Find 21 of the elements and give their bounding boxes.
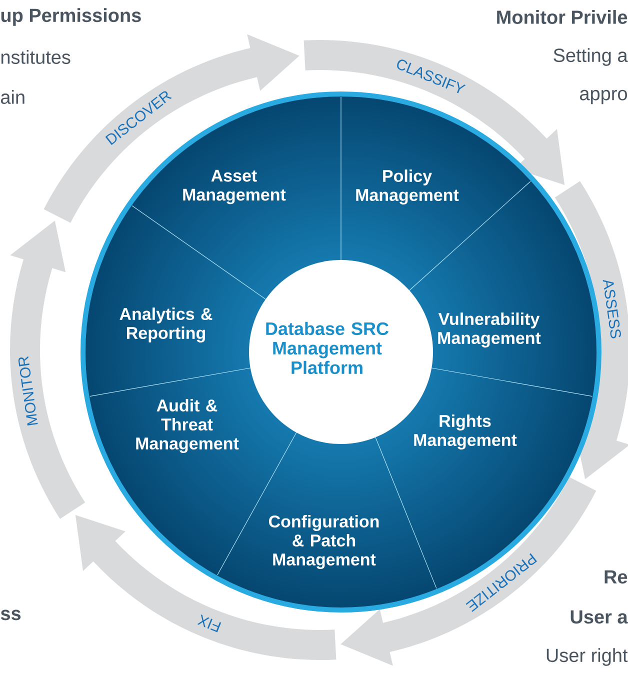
center-label: Database SRC Management Platform: [266, 322, 389, 374]
segment-label: Configuration & Patch Management: [268, 515, 379, 569]
segment-label: Analytics & Reporting: [120, 308, 212, 342]
segment-label: Rights Management: [414, 414, 517, 450]
side-text: ss: [0, 610, 21, 620]
side-text: Re: [604, 570, 628, 584]
step-label: FIX: [197, 614, 222, 632]
side-text: nstitutes: [1, 50, 70, 64]
side-text: ain: [1, 90, 24, 104]
side-text: up Permissions: [1, 8, 141, 26]
segment-label: Audit & Threat Management: [136, 399, 239, 453]
step-label: ASSESS: [602, 280, 621, 338]
side-text: appro: [580, 90, 627, 104]
segment-label: Asset Management: [183, 170, 286, 204]
segment-label: Policy Management: [356, 170, 459, 204]
side-text: User right: [546, 648, 628, 666]
side-text: Monitor Privile: [497, 10, 628, 24]
side-text: User a: [570, 610, 628, 624]
segment-label: Vulnerability Management: [438, 312, 541, 348]
side-text: Setting a: [554, 48, 628, 66]
step-label: MONITOR: [18, 356, 38, 426]
